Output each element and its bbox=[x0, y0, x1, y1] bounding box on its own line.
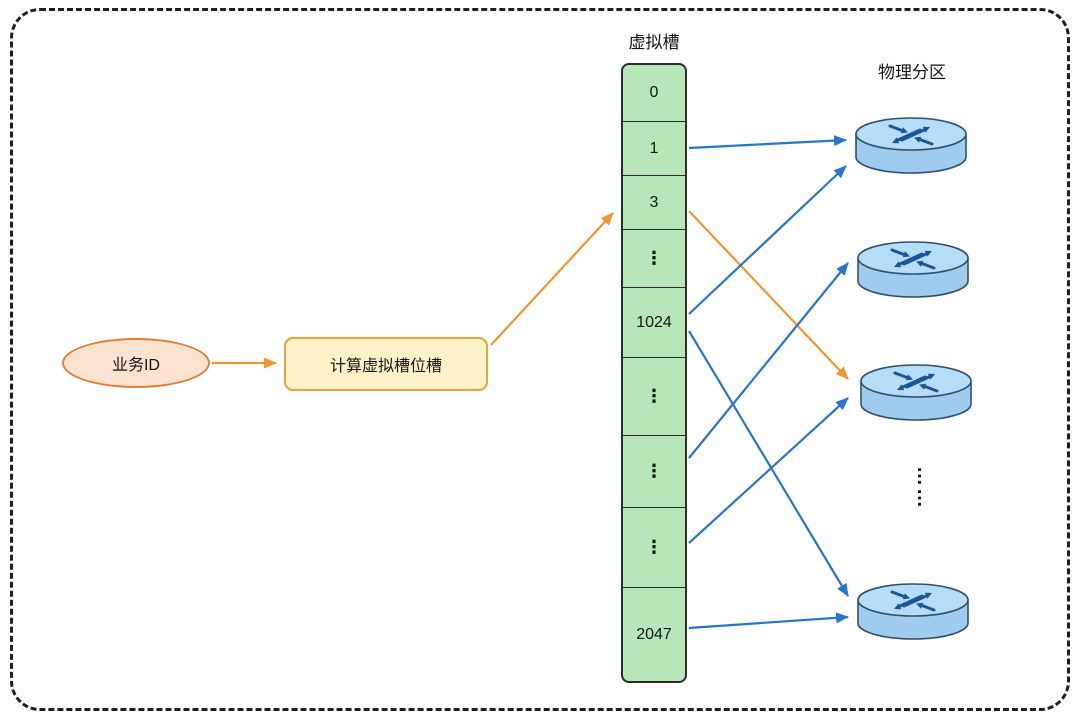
slot-label: 0 bbox=[649, 84, 659, 101]
slot-label: 2047 bbox=[636, 625, 672, 643]
slot-label: 3 bbox=[649, 193, 659, 211]
virtual-slots-title: 虚拟槽 bbox=[628, 33, 680, 52]
slot-ellipsis: ⋮ bbox=[645, 248, 663, 268]
router-icon bbox=[860, 364, 972, 421]
arrow-compute-to-slot3 bbox=[490, 212, 614, 346]
slot-cell-ellipsis-2: ⋮ bbox=[623, 357, 685, 435]
arrow-slotdots-to-partition3 bbox=[688, 397, 849, 544]
arrow-slot3-to-partition3 bbox=[688, 210, 849, 380]
slot-ellipsis: ⋮ bbox=[645, 386, 663, 406]
slot-cell-ellipsis-1: ⋮ bbox=[623, 229, 685, 287]
compute-slot-node: 计算虚拟槽位槽 bbox=[284, 337, 488, 391]
router-icon bbox=[857, 583, 969, 640]
router-icon bbox=[857, 241, 969, 298]
router-icon bbox=[855, 117, 967, 174]
arrow-slot1-to-partition1 bbox=[688, 135, 847, 150]
arrow-slot2047-to-partition4 bbox=[688, 612, 849, 630]
business-id-label: 业务ID bbox=[111, 357, 160, 374]
physical-partitions-title: 物理分区 bbox=[878, 63, 946, 82]
arrow-slot1024-to-partition1 bbox=[688, 165, 847, 315]
physical-partition-node-2 bbox=[854, 238, 972, 302]
compute-slot-label: 计算虚拟槽位槽 bbox=[329, 358, 442, 375]
slot-label: 1024 bbox=[636, 313, 672, 331]
slot-cell-ellipsis-3: ⋮ bbox=[623, 435, 685, 507]
physical-partition-node-3 bbox=[857, 361, 975, 425]
arrow-slot1024-to-partition4 bbox=[688, 330, 849, 597]
slot-cell-3: 3 bbox=[623, 175, 685, 229]
slot-cell-2047: 2047 bbox=[623, 587, 685, 681]
slot-ellipsis: ⋮ bbox=[645, 461, 663, 481]
partitions-ellipsis: …… bbox=[913, 466, 935, 510]
slot-cell-0: 0 bbox=[623, 65, 685, 121]
slot-cell-1024: 1024 bbox=[623, 287, 685, 357]
slot-cell-ellipsis-4: ⋮ bbox=[623, 507, 685, 587]
arrow-slotdots-to-partition2 bbox=[688, 262, 849, 459]
business-id-node: 业务ID bbox=[62, 338, 210, 388]
physical-partition-node-4 bbox=[854, 580, 972, 644]
slot-label: 1 bbox=[649, 139, 659, 157]
virtual-slot-column: 0 1 3 ⋮ 1024 ⋮ ⋮ ⋮ 2047 bbox=[621, 63, 687, 683]
slot-ellipsis: ⋮ bbox=[645, 537, 663, 557]
slot-cell-1: 1 bbox=[623, 121, 685, 175]
physical-partition-node-1 bbox=[852, 114, 970, 178]
